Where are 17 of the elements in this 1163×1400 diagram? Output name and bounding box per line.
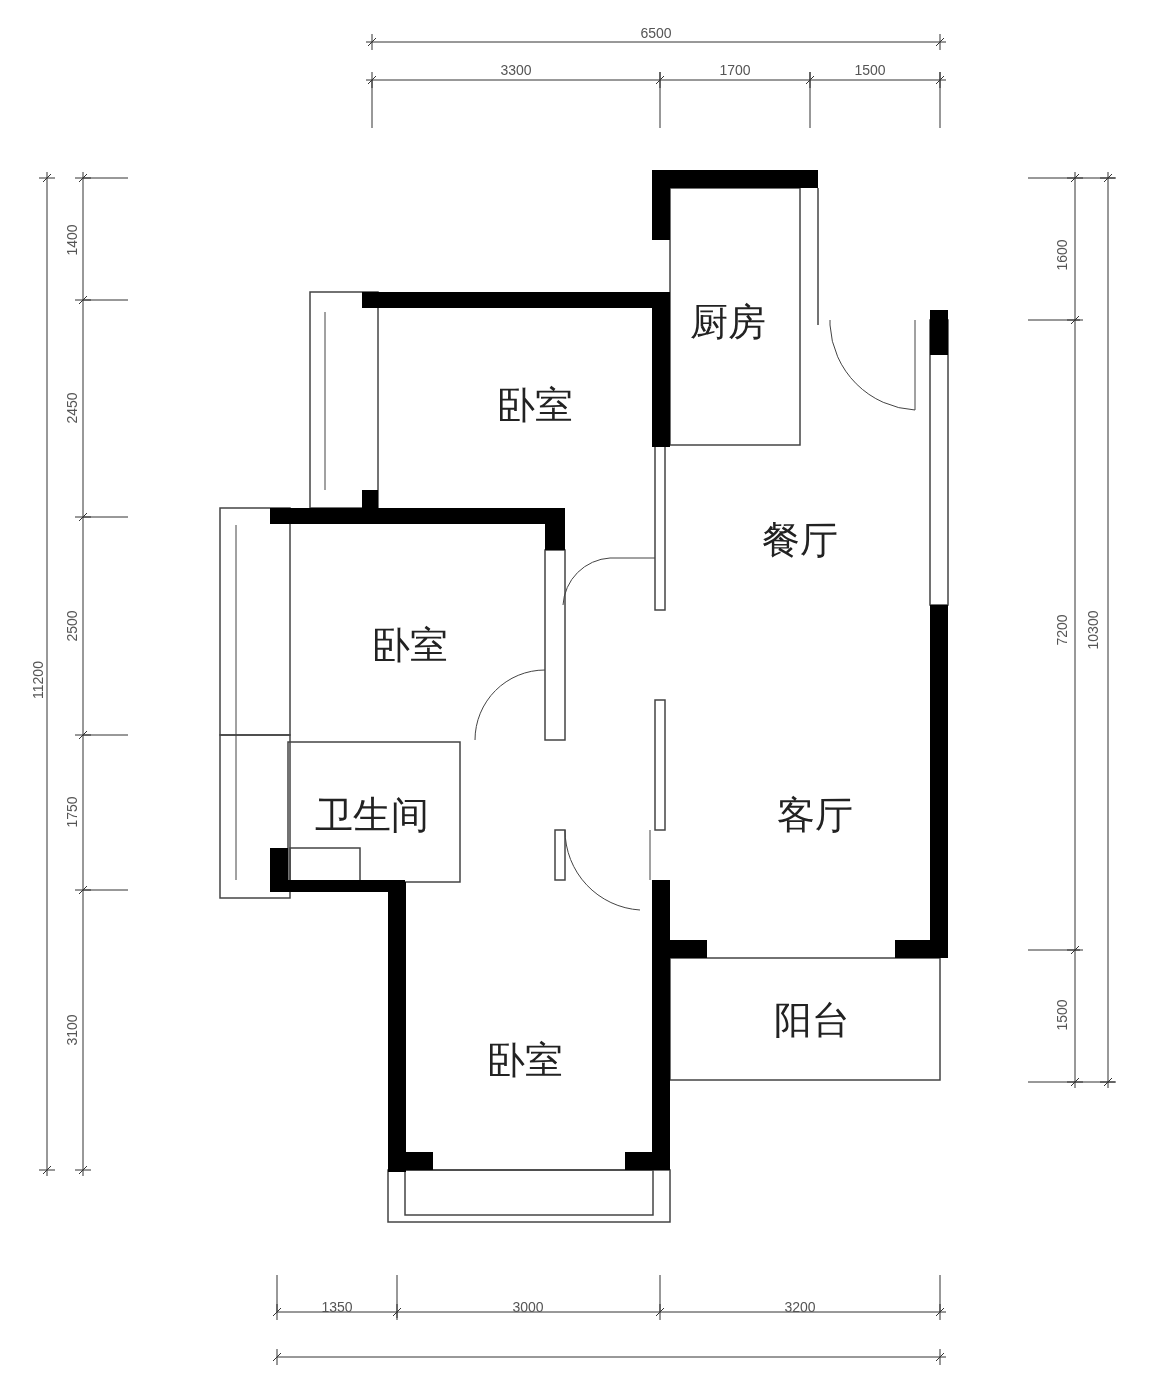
dimension-text: 1500 [854, 63, 886, 77]
dimension-text: 1500 [1055, 999, 1069, 1031]
dimension-text: 11200 [31, 661, 45, 699]
dimension-text: 1600 [1055, 239, 1069, 271]
dimension-text: 3300 [500, 63, 532, 77]
dimension-text: 2450 [65, 392, 79, 424]
dimension-text: 3100 [65, 1014, 79, 1046]
dimension-text: 7200 [1055, 614, 1069, 646]
dimension-text: 3200 [784, 1300, 816, 1314]
dimension-text: 10300 [1086, 610, 1100, 650]
dimension-text: 2500 [65, 610, 79, 642]
dimension-text: 1750 [65, 796, 79, 828]
dimension-text: 1400 [65, 224, 79, 256]
dimension-text: 6500 [640, 26, 672, 40]
dimension-text: 1700 [719, 63, 751, 77]
dimension-text: 3000 [512, 1300, 544, 1314]
dimension-text: 1350 [321, 1300, 353, 1314]
